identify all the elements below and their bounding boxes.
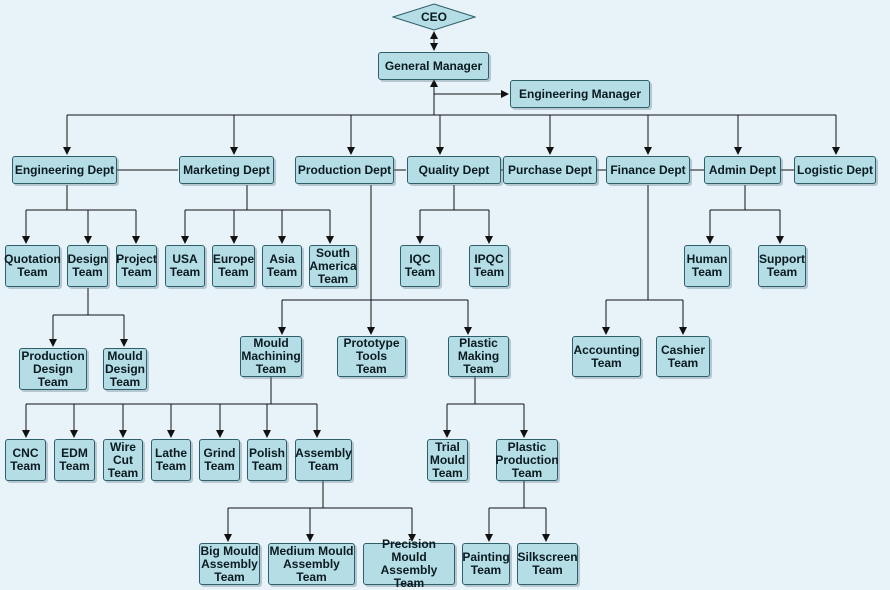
- logistic-dept-node: Logistic Dept: [794, 156, 876, 184]
- accounting-team-node: Accounting Team: [572, 336, 641, 377]
- engineering-manager-node: Engineering Manager: [510, 80, 650, 108]
- prototype-tools-team-node: Prototype Tools Team: [337, 336, 406, 377]
- ceo-node: CEO: [392, 3, 476, 31]
- marketing-dept-node: Marketing Dept: [179, 156, 274, 184]
- general-manager-node: General Manager: [378, 52, 489, 80]
- plastic-production-team-node: Plastic Production Team: [495, 439, 559, 481]
- usa-team-node: USA Team: [165, 245, 205, 287]
- purchase-dept-node: Purchase Dept: [503, 156, 597, 184]
- production-design-team-node: Production Design Team: [19, 348, 87, 390]
- painting-team-node: Painting Team: [462, 543, 510, 585]
- big-mould-assembly-team-node: Big Mould Assembly Team: [199, 543, 260, 585]
- ipqc-team-node: IPQC Team: [469, 245, 509, 287]
- grind-team-node: Grind Team: [199, 439, 240, 481]
- design-team-node: Design Team: [67, 245, 108, 287]
- polish-team-node: Polish Team: [247, 439, 287, 481]
- plastic-making-team-node: Plastic Making Team: [448, 336, 509, 377]
- lathe-team-node: Lathe Team: [151, 439, 191, 481]
- medium-mould-assembly-team-node: Medium Mould Assembly Team: [268, 543, 355, 585]
- support-team-node: Support Team: [758, 245, 806, 287]
- edm-team-node: EDM Team: [54, 439, 95, 481]
- quotation-team-node: Quotation Team: [4, 245, 61, 287]
- engineering-dept-node: Engineering Dept: [12, 156, 117, 184]
- iqc-team-node: IQC Team: [400, 245, 440, 287]
- asia-team-node: Asia Team: [262, 245, 302, 287]
- precision-mould-assembly-team-node: Precision Mould Assembly Team: [363, 538, 455, 590]
- south-america-team-node: South America Team: [309, 245, 357, 287]
- silkscreen-team-node: Silkscreen Team: [517, 543, 578, 585]
- assembly-team-node: Assembly Team: [295, 439, 352, 481]
- quality-dept-node: Quality Dept: [407, 156, 501, 184]
- ceo-diamond-shape: [392, 3, 476, 31]
- cashier-team-node: Cashier Team: [656, 336, 710, 377]
- project-team-node: Project Team: [116, 245, 157, 287]
- trial-mould-team-node: Trial Mould Team: [427, 439, 468, 481]
- europe-team-node: Europe Team: [212, 245, 255, 287]
- cnc-team-node: CNC Team: [5, 439, 46, 481]
- admin-dept-node: Admin Dept: [704, 156, 781, 184]
- mould-design-team-node: Mould Design Team: [103, 348, 147, 390]
- finance-dept-node: Finance Dept: [606, 156, 690, 184]
- human-team-node: Human Team: [684, 245, 730, 287]
- production-dept-node: Production Dept: [295, 156, 394, 184]
- mould-machining-team-node: Mould Machining Team: [240, 336, 302, 377]
- ceo-label: CEO: [420, 10, 447, 24]
- wire-cut-team-node: Wire Cut Team: [103, 439, 143, 481]
